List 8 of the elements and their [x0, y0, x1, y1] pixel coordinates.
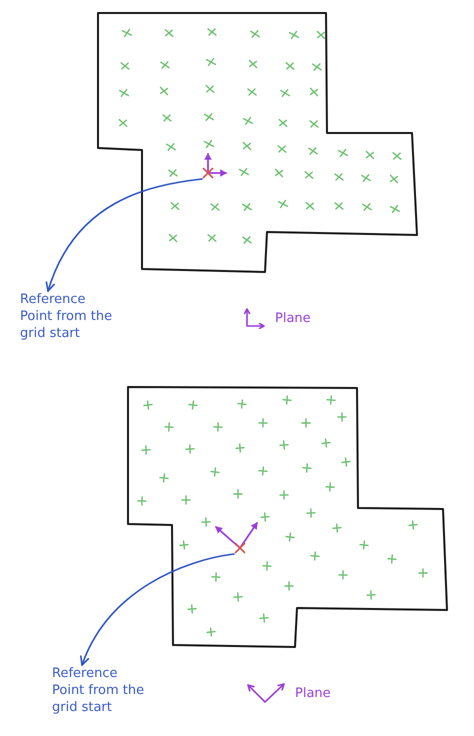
legend-label: Plane [295, 684, 331, 702]
x-mark-icon [234, 542, 246, 554]
annotation-text: Reference Point from the grid start [52, 665, 150, 716]
leader-arrow [46, 178, 203, 292]
leader-arrow [80, 553, 235, 666]
annotation-text: Reference Point from the grid start [20, 291, 118, 342]
x-mark-icon [202, 167, 214, 179]
legend-label: Plane [275, 310, 311, 326]
